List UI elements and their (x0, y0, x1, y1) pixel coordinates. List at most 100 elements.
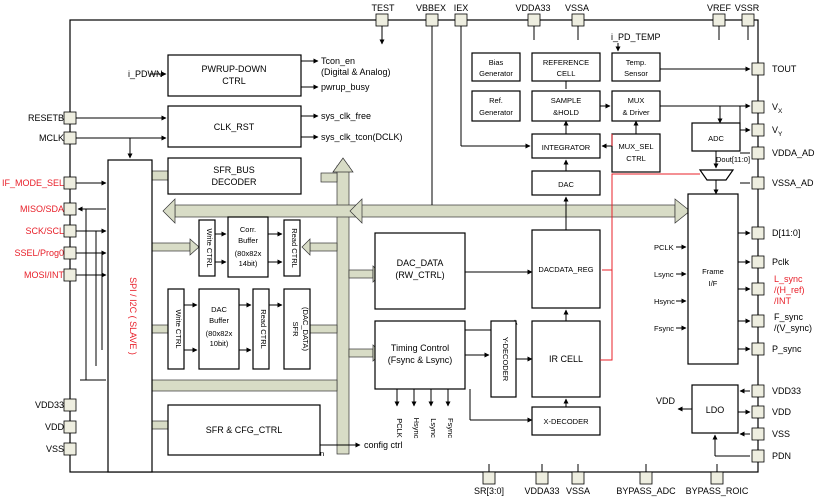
block-label: MUX_SEL (618, 142, 653, 151)
block-label: Temp. (626, 58, 646, 67)
dac-write-ctrl: Write CTRL (167, 288, 185, 370)
block-label: Buffer (238, 236, 258, 245)
dacdata-reg: DACDATA_REG (531, 229, 601, 309)
signal-tcon-en: Tcon_en (321, 56, 355, 66)
bus-width-n: n (320, 449, 324, 458)
sfr-bus-decoder: SFR_BUS DECODER (167, 157, 302, 195)
dac-read-ctrl: Read CTRL (252, 288, 270, 370)
signal-pwrup-busy: pwrup_busy (321, 82, 370, 92)
block-label: LDO (706, 405, 725, 415)
block-label: DAC_DATA (397, 258, 444, 268)
block-label: INTEGRATOR (542, 143, 591, 152)
data-bus-horizontal (174, 204, 676, 218)
corr-write-ctrl: Write CTRL (198, 219, 216, 277)
pin-label-lsync-href: /(H_ref) (774, 285, 805, 295)
corr-buffer: Corr. Buffer (80x82x 14bit) (227, 216, 269, 278)
pin-label: VSSR (735, 3, 760, 13)
pwrup-down-ctrl: PWRUP-DOWN CTRL (167, 54, 302, 97)
sample-hold: SAMPLE &HOLD (531, 90, 601, 122)
block-label: Generator (479, 69, 513, 78)
spi-i2c-slave-block: SPI / I2C ( SLAVE ) (107, 159, 153, 473)
pin-vdda33-top: VDDA33 (515, 3, 551, 27)
timing-out-fsync: Fsync (446, 418, 455, 438)
signal-i-pdwn: i_PDWN (128, 69, 163, 79)
block-label: Corr. (240, 225, 256, 234)
block-label: Write CTRL (205, 228, 214, 267)
ldo: LDO (691, 384, 739, 434)
block-label: Read CTRL (259, 309, 268, 349)
adc: ADC (691, 122, 741, 152)
pin-label-vdd-left: VDD (45, 422, 65, 432)
block-label: (80x82x (235, 249, 262, 258)
pin-label: IEX (454, 3, 469, 13)
block-label: DAC (558, 180, 574, 189)
ir-cell: IR CELL (531, 320, 601, 398)
pin-label: VREF (707, 3, 732, 13)
pin-label: VDDA33 (515, 3, 550, 13)
signal-tcon-en-note: (Digital & Analog) (321, 67, 391, 77)
block-label: CTRL (626, 154, 646, 163)
pin-label-pclk: Pclk (772, 257, 790, 267)
frame-in-fsync: Fsync (654, 324, 674, 333)
temp-sensor: Temp. Sensor (611, 52, 661, 82)
block-label: & Driver (622, 108, 650, 117)
block-label: SFR (291, 322, 300, 338)
pin-label-lsync-int: /INT (774, 296, 792, 306)
ldo-vdd-out: VDD (656, 396, 676, 406)
bias-generator: Bias Generator (471, 52, 521, 82)
pin-label-lsync: L_sync (774, 274, 803, 284)
block-label: I/F (709, 279, 718, 288)
signal-dout: Dout[11:0] (716, 155, 750, 164)
pin-label-vdd33-left: VDD33 (35, 400, 64, 410)
pin-label-fsync-vsync: /(V_sync) (774, 323, 812, 333)
block-label: Sensor (624, 69, 648, 78)
block-label: CTRL (222, 76, 246, 86)
block-label: DAC (211, 305, 227, 314)
bottom-pins: SR[3:0] VDDA33 VSSA BYPASS_ADC BYPASS_RO… (474, 471, 749, 496)
sfr-cfg-ctrl: SFR & CFG_CTRL (167, 404, 321, 456)
block-label: PWRUP-DOWN (202, 64, 267, 74)
pin-label-if-mode-sel: IF_MODE_SEL (2, 178, 64, 188)
pin-label: BYPASS_ROIC (686, 486, 749, 496)
block-label: Buffer (209, 316, 229, 325)
block-label: MUX (628, 96, 645, 105)
timing-out-lsync: Lsync (429, 418, 438, 438)
signal-sys-clk-tcon: sys_clk_tcon(DCLK) (321, 132, 403, 142)
pin-label-psync: P_sync (772, 344, 802, 354)
corr-read-ctrl: Read CTRL (283, 219, 301, 277)
y-decoder: Y-DECODER (490, 320, 517, 398)
block-label: CELL (557, 69, 576, 78)
frame-in-pclk: PCLK (654, 243, 674, 252)
adc-output-mux (698, 169, 735, 181)
frame-in-hsync: Hsync (654, 297, 675, 306)
block-label: REFERENCE (543, 58, 589, 67)
analog-signal-path (600, 173, 700, 361)
pin-iex: IEX (454, 3, 469, 27)
pin-label: SR[3:0] (474, 486, 504, 496)
signal-i-pd-temp: i_PD_TEMP (611, 32, 661, 42)
pin-label-mosi-int: MOSI/INT (24, 270, 65, 280)
timing-out-pclk: PCLK (395, 418, 404, 438)
pin-label-resetb: RESETB (28, 113, 64, 123)
pin-label: TEST (371, 3, 395, 13)
pin-test: TEST (371, 3, 395, 45)
block-label: IR CELL (549, 354, 583, 364)
mux-driver: MUX & Driver (611, 90, 661, 122)
mux-sel-ctrl: MUX_SEL CTRL (611, 133, 661, 173)
clk-rst-block: CLK_RST (167, 105, 302, 148)
block-label: DACDATA_REG (538, 265, 593, 274)
signal-config-ctrl: config ctrl (364, 440, 403, 450)
block-label: Read CTRL (290, 228, 299, 268)
block-label: 14bit) (239, 259, 258, 268)
pin-label: BYPASS_ADC (616, 486, 676, 496)
sfr-dac-data: SFR (DAC_DATA) (283, 288, 311, 370)
pin-label: VSSA (565, 3, 589, 13)
pin-label-vdd33-right: VDD33 (772, 386, 801, 396)
pin-label-vdd-right: VDD (772, 407, 792, 417)
block-label: Bias (489, 58, 504, 67)
pin-vref: VREF (707, 3, 732, 27)
block-label: SFR & CFG_CTRL (206, 425, 283, 435)
integrator: INTEGRATOR (531, 133, 601, 159)
block-label: (80x82x (206, 329, 233, 338)
block-label: CLK_RST (214, 122, 255, 132)
